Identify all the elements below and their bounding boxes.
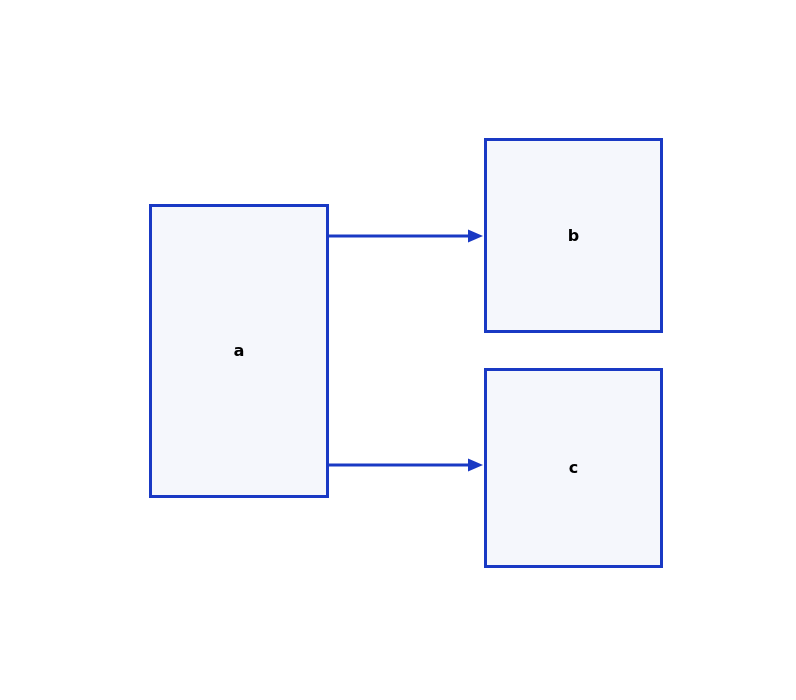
node-c[interactable]: c	[484, 368, 663, 568]
edge-a-to-b-arrowhead	[468, 229, 483, 243]
node-c-label: c	[568, 458, 579, 477]
edge-a-to-c-arrowhead	[468, 458, 483, 472]
edge-a-to-b	[329, 229, 483, 243]
node-b-label: b	[567, 225, 580, 245]
edge-a-to-c	[329, 458, 483, 472]
node-b[interactable]: b	[484, 138, 663, 333]
node-a[interactable]: a	[149, 204, 329, 498]
node-a-label: a	[233, 341, 245, 360]
